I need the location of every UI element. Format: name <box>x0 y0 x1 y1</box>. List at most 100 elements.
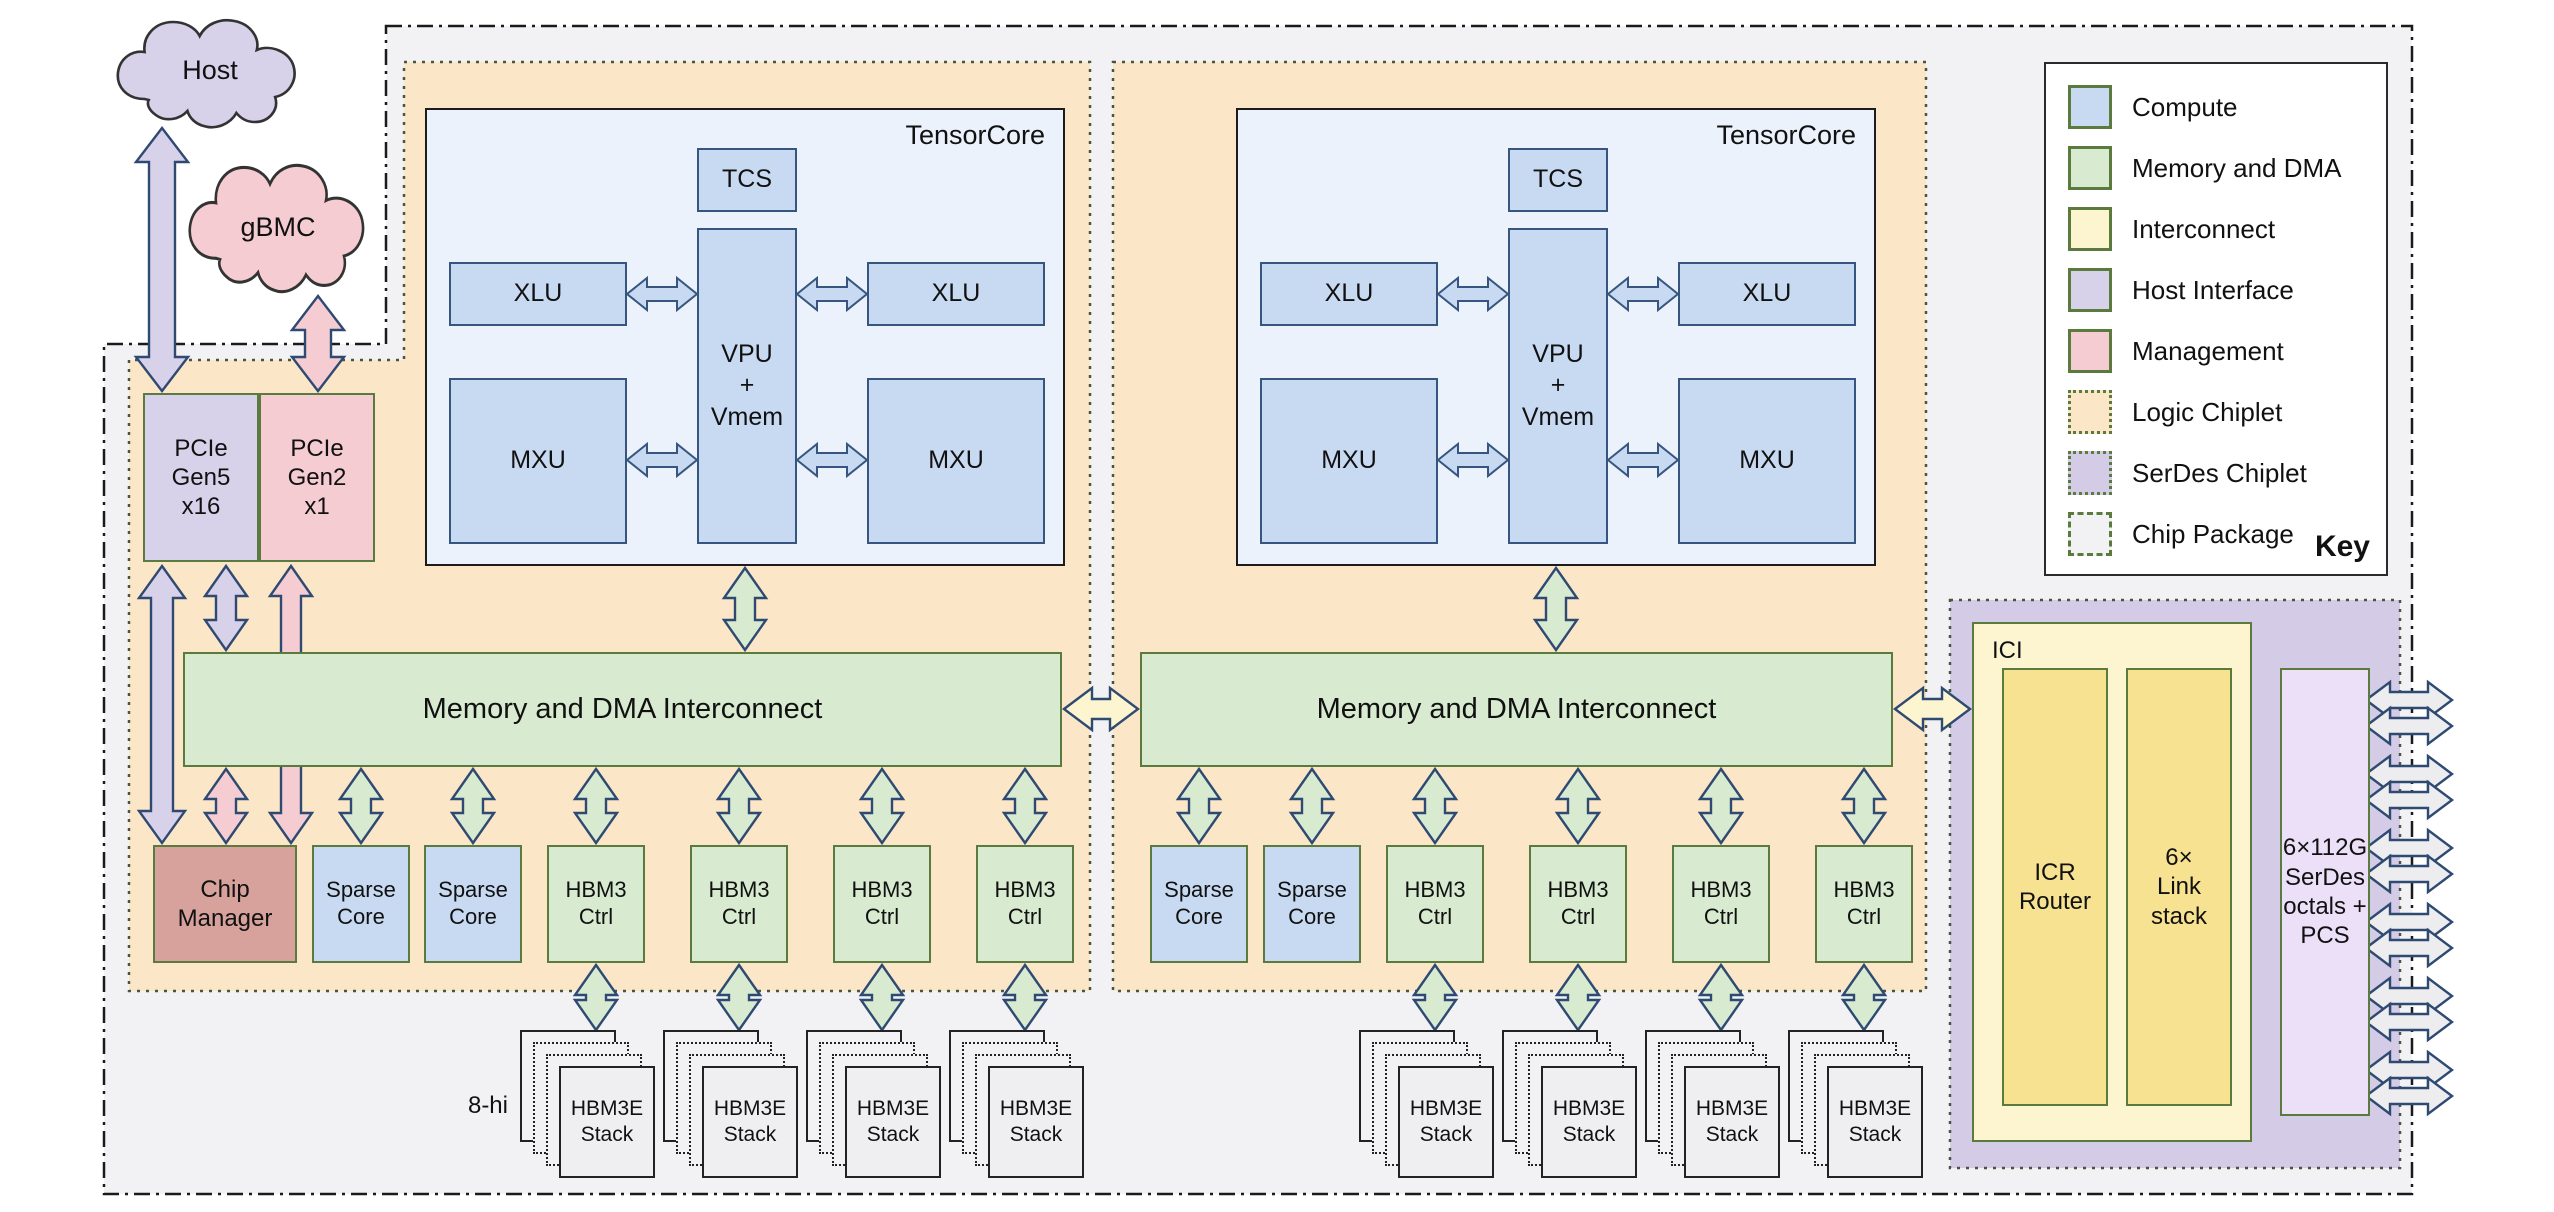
hbm3-ctrl-block: HBM3 Ctrl <box>1815 845 1913 963</box>
serdes-link-1-b <box>2364 705 2454 747</box>
mxu-block-left: MXU <box>1260 378 1438 544</box>
xlu-block-left: XLU <box>1260 262 1438 326</box>
legend-label: Host Interface <box>2132 274 2294 305</box>
arrow-gbmc-pcie2 <box>289 294 347 393</box>
arrow-interconnect-hbm3-ctrl-l3 <box>858 766 906 846</box>
tcs-block: TCS <box>1508 148 1608 212</box>
xlu-vpu-arrow <box>625 275 699 313</box>
legend-label: Logic Chiplet <box>2132 396 2283 427</box>
hbm3e-stack-block: HBM3E Stack <box>1827 1066 1923 1178</box>
sparse-core-block: Sparse Core <box>1150 845 1248 963</box>
arrow-interconnect-sparse-core-r1 <box>1175 766 1223 846</box>
link-stack-block: 6× Link stack <box>2126 668 2232 1106</box>
pcie-gen2-block: PCIe Gen2 x1 <box>259 393 375 562</box>
hbm3-ctrl-block: HBM3 Ctrl <box>1386 845 1484 963</box>
arrow-tensorcore2-interconnect <box>1532 565 1580 653</box>
hbm3e-stack-block: HBM3E Stack <box>702 1066 798 1178</box>
hbm3e-stack-unit: HBM3E Stack <box>806 1030 946 1180</box>
gbmc-cloud-label: gBMC <box>240 212 316 242</box>
arrow-host-pcie5 <box>133 126 191 393</box>
legend-label: Management <box>2132 335 2284 366</box>
legend-title: Key <box>2314 530 2370 563</box>
host-interface-swatch-icon <box>2068 268 2112 312</box>
hbm3-ctrl-block: HBM3 Ctrl <box>1529 845 1627 963</box>
tensorcore-title: TensorCore <box>905 120 1045 150</box>
arrow-interconnect-hbm3-ctrl-l4 <box>1001 766 1049 846</box>
memory-dma-interconnect-left: Memory and DMA Interconnect <box>183 652 1062 767</box>
legend-item-interconnect: Interconnect <box>2068 206 2386 252</box>
hbm3e-stack-unit: HBM3E Stack <box>1502 1030 1642 1180</box>
legend-item-chip-package: Chip Package <box>2068 511 2386 557</box>
legend-item-serdes-chiplet: SerDes Chiplet <box>2068 450 2386 496</box>
legend-label: Chip Package <box>2132 518 2294 549</box>
tensorcore-title: TensorCore <box>1716 120 1856 150</box>
gbmc-cloud <box>188 163 365 294</box>
legend-item-logic-chiplet: Logic Chiplet <box>2068 389 2386 435</box>
arrow-interconnect-sparse-core-r2 <box>1288 766 1336 846</box>
arrow-chip-manager-interconnect <box>202 766 250 846</box>
pcie-gen5-block: PCIe Gen5 x16 <box>143 393 259 562</box>
memory-swatch-icon <box>2068 146 2112 190</box>
hbm3e-stack-block: HBM3E Stack <box>1684 1066 1780 1178</box>
legend-item-memory: Memory and DMA <box>2068 145 2386 191</box>
vpu-xlu-arrow <box>795 275 869 313</box>
arrow-tensorcore1-interconnect <box>721 565 769 653</box>
host-cloud-label: Host <box>182 55 238 85</box>
sparse-core-block: Sparse Core <box>1263 845 1361 963</box>
hbm3-ctrl-block: HBM3 Ctrl <box>1672 845 1770 963</box>
mxu-vpu-arrow <box>1436 441 1510 479</box>
arrow-interconnect-hbm3-ctrl-r4 <box>1840 766 1888 846</box>
legend: Compute Memory and DMA Interconnect Host… <box>2044 62 2388 576</box>
arrow-pcie5-chip-manager <box>136 563 188 846</box>
arrow-interconnect-hbm3-ctrl-l2 <box>715 766 763 846</box>
hbm3e-stack-unit: HBM3E Stack <box>1359 1030 1499 1180</box>
hbm3-ctrl-block: HBM3 Ctrl <box>976 845 1074 963</box>
chip-package-swatch-icon <box>2068 512 2112 556</box>
serdes-link-2-b <box>2364 779 2454 821</box>
xlu-block-right: XLU <box>867 262 1045 326</box>
serdes-chiplet-swatch-icon <box>2068 451 2112 495</box>
legend-item-host-interface: Host Interface <box>2068 267 2386 313</box>
arrow-interconnect-hbm3-ctrl-r1 <box>1411 766 1459 846</box>
legend-label: Interconnect <box>2132 213 2276 244</box>
arrow-interconnect-ici <box>1893 685 1972 733</box>
serdes-link-5-b <box>2364 1001 2454 1043</box>
serdes-link-4-b <box>2364 927 2454 969</box>
vpu-mxu-arrow <box>795 441 869 479</box>
hbm3e-stack-block: HBM3E Stack <box>1398 1066 1494 1178</box>
tensorcore-1: TensorCore TCS VPU + Vmem XLU XLU MXU MX… <box>425 108 1065 566</box>
hbm3e-stack-unit: HBM3E Stack <box>663 1030 803 1180</box>
tensorcore-2: TensorCore TCS VPU + Vmem XLU XLU MXU MX… <box>1236 108 1876 566</box>
compute-swatch-icon <box>2068 85 2112 129</box>
serdes-link-6-b <box>2364 1075 2454 1117</box>
hbm3-ctrl-block: HBM3 Ctrl <box>833 845 931 963</box>
arrow-interconnect-hbm3-ctrl-l1 <box>572 766 620 846</box>
vpu-vmem-block: VPU + Vmem <box>697 228 797 544</box>
legend-item-management: Management <box>2068 328 2386 374</box>
ici-title: ICI <box>1992 637 2023 664</box>
hbm3-ctrl-block: HBM3 Ctrl <box>547 845 645 963</box>
hbm3e-stack-unit: HBM3E Stack <box>1788 1030 1928 1180</box>
serdes-octals-block: 6×112G SerDes octals + PCS <box>2280 668 2370 1116</box>
arrow-interconnect-sparse-core-l2 <box>449 766 497 846</box>
hbm3e-stack-unit: HBM3E Stack <box>520 1030 660 1180</box>
xlu-block-right: XLU <box>1678 262 1856 326</box>
hbm3e-stack-block: HBM3E Stack <box>559 1066 655 1178</box>
vpu-xlu-arrow <box>1606 275 1680 313</box>
arrow-interconnect-left-right <box>1062 685 1140 733</box>
hbm3-ctrl-block: HBM3 Ctrl <box>690 845 788 963</box>
legend-label: SerDes Chiplet <box>2132 457 2307 488</box>
hbm3e-stack-block: HBM3E Stack <box>1541 1066 1637 1178</box>
xlu-block-left: XLU <box>449 262 627 326</box>
hbm3e-stack-block: HBM3E Stack <box>988 1066 1084 1178</box>
memory-dma-interconnect-right: Memory and DMA Interconnect <box>1140 652 1893 767</box>
arrow-interconnect-hbm3-ctrl-r3 <box>1697 766 1745 846</box>
sparse-core-block: Sparse Core <box>312 845 410 963</box>
xlu-vpu-arrow <box>1436 275 1510 313</box>
legend-label: Memory and DMA <box>2132 152 2342 183</box>
arrow-pcie5-interconnect <box>202 563 250 653</box>
management-swatch-icon <box>2068 329 2112 373</box>
vpu-vmem-block: VPU + Vmem <box>1508 228 1608 544</box>
tcs-block: TCS <box>697 148 797 212</box>
vpu-mxu-arrow <box>1606 441 1680 479</box>
